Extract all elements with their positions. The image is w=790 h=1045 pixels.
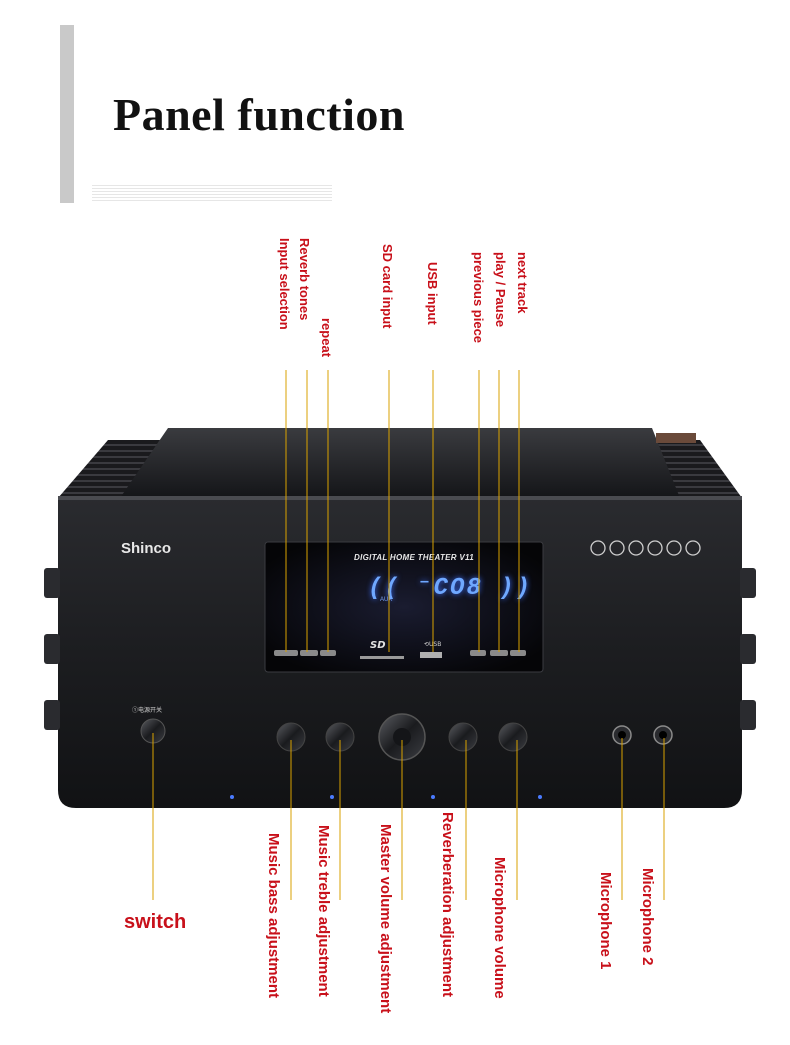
label-microphone-2: Microphone 2 bbox=[639, 868, 656, 966]
label-repeat: repeat bbox=[319, 318, 334, 358]
label-reverb-tones: Reverb tones bbox=[297, 238, 312, 321]
label-music-bass: Music bass adjustment bbox=[265, 833, 282, 999]
top-cover bbox=[120, 428, 680, 498]
lcd-mode: AUX bbox=[380, 597, 393, 603]
label-next-track: next track bbox=[515, 252, 530, 314]
label-play-pause: play / Pause bbox=[493, 252, 508, 328]
label-usb-input: USB input bbox=[425, 262, 440, 325]
reverb-tones-button bbox=[300, 650, 318, 656]
label-reverberation: Reverberation adjustment bbox=[439, 812, 456, 998]
label-microphone-1: Microphone 1 bbox=[597, 872, 614, 970]
header-accent-bar bbox=[60, 25, 74, 203]
usb-port bbox=[420, 652, 442, 658]
label-master-volume: Master volume adjustment bbox=[377, 824, 394, 1014]
lcd-readout: (( ⁻CO8 )) bbox=[368, 575, 533, 602]
brand-logo-text: Shinco bbox=[121, 540, 172, 557]
label-switch: switch bbox=[124, 911, 187, 933]
mic-volume-knob bbox=[498, 722, 528, 752]
label-microphone-volume: Microphone volume bbox=[491, 857, 508, 999]
label-sd-card-input: SD card input bbox=[380, 244, 395, 329]
left-heatsink bbox=[58, 440, 160, 498]
play-pause-button bbox=[490, 650, 508, 656]
display-title: DIGITAL HOME THEATER V11 bbox=[354, 553, 474, 562]
input-selection-button bbox=[274, 650, 298, 656]
power-switch-label: ①电源开关 bbox=[132, 708, 163, 714]
repeat-button bbox=[320, 650, 336, 656]
display-window bbox=[264, 541, 544, 673]
reverberation-knob bbox=[448, 722, 478, 752]
label-input-selection: Input selection bbox=[277, 238, 292, 330]
page-title: Panel function bbox=[113, 89, 405, 140]
sd-mark: SD bbox=[370, 640, 386, 651]
next-button bbox=[510, 650, 526, 656]
label-music-treble: Music treble adjustment bbox=[315, 825, 332, 997]
previous-button bbox=[470, 650, 486, 656]
sd-card-slot bbox=[360, 656, 404, 659]
fine-print-block bbox=[92, 183, 332, 201]
label-previous-piece: previous piece bbox=[471, 252, 486, 344]
